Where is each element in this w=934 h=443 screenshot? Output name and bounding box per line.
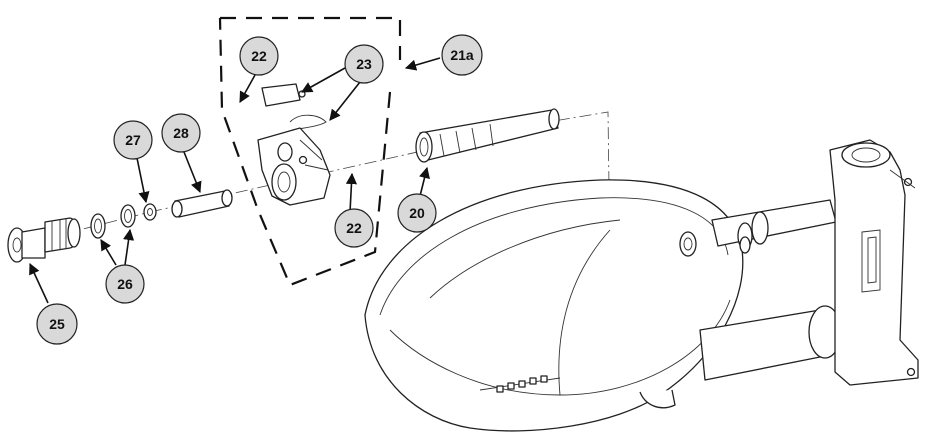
callout-26-label: 26 (117, 276, 133, 292)
spring-clip-part (261, 83, 327, 131)
callout-26: 26 (105, 264, 145, 304)
callout-22-top: 22 (239, 36, 279, 76)
supply-pipe (711, 199, 837, 254)
callout-28: 28 (161, 113, 201, 153)
spacer-tube-part (171, 189, 233, 218)
sub-assembly-boundary (218, 16, 402, 287)
callout-25: 25 (36, 303, 78, 345)
callout-23-label: 23 (356, 56, 372, 72)
callout-20-label: 20 (409, 205, 425, 221)
callout-20: 20 (397, 193, 437, 233)
callout-27-label: 27 (125, 132, 141, 148)
basin-bowl (364, 179, 744, 432)
valve-body-part (257, 127, 331, 206)
wall-bracket (829, 139, 919, 386)
callout-22-bottom-label: 22 (346, 220, 362, 236)
nut-part (143, 203, 157, 221)
basin-drain-slots (496, 375, 548, 393)
callout-25-label: 25 (49, 316, 65, 332)
leader-lines (29, 57, 441, 304)
callout-21a-label: 21a (450, 47, 474, 63)
callout-27: 27 (113, 120, 153, 160)
o-ring-parts (90, 204, 136, 239)
bubbler-nozzle-part (415, 108, 560, 163)
callout-23: 23 (344, 44, 384, 84)
callout-28-label: 28 (173, 125, 189, 141)
callout-22-top-label: 22 (251, 48, 267, 64)
callout-22-bottom: 22 (334, 208, 374, 248)
callout-21a: 21a (441, 34, 483, 76)
push-button-part (7, 217, 81, 263)
